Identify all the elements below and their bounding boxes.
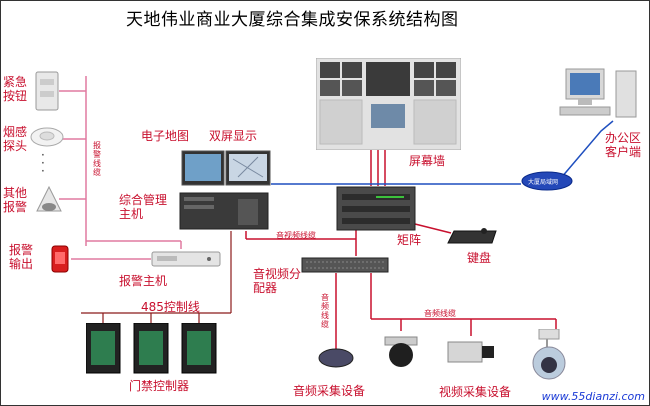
- matrix-device: [336, 186, 416, 231]
- ctrl-485-label: 485控制线: [141, 300, 200, 314]
- management-host-workstation: [179, 150, 271, 230]
- alarm-host-device: [151, 251, 221, 267]
- keyboard-device: [447, 228, 497, 244]
- emergency-button-icon: [35, 71, 59, 111]
- other-alarm-sensor-icon: [36, 185, 62, 212]
- dome-camera-icon: [384, 336, 418, 367]
- ptz-camera-icon: [532, 329, 566, 380]
- matrix-label: 矩阵: [397, 233, 422, 247]
- watermark: www.55dianzi.com: [541, 390, 645, 403]
- other-alarm-label: 其他报警: [3, 186, 28, 214]
- screen-wall-device: [316, 58, 461, 150]
- keyboard-label: 键盘: [467, 251, 492, 265]
- av-distributor-label: 音视频分配器: [253, 267, 302, 295]
- video-capture-label: 视频采集设备: [439, 385, 512, 399]
- box-camera-icon: [447, 341, 494, 363]
- audio-capture-label: 音频采集设备: [293, 384, 366, 398]
- management-host-label: 综合管理主机: [119, 193, 168, 221]
- office-client-pc: [559, 68, 637, 118]
- office-client-label: 办公区客户端: [605, 131, 642, 159]
- diagram-title: 天地伟业商业大厦综合集成安保系统结构图: [126, 10, 459, 30]
- alarm-host-label: 报警主机: [119, 274, 168, 288]
- video-cable-label: 音频线缆: [424, 309, 456, 318]
- alarm-output-label: 报警输出: [9, 243, 34, 271]
- emergency-button-label: 紧急按钮: [3, 75, 28, 103]
- alarm-siren-icon: [51, 245, 69, 273]
- access-controller-devices: [86, 323, 217, 374]
- alarm-bus-label: 报警线缆: [93, 141, 101, 177]
- av-cable-label: 音视频线缆: [276, 231, 316, 240]
- e-map-label: 电子地图: [141, 129, 190, 143]
- screen-wall-label: 屏幕墙: [409, 154, 446, 168]
- audio-capture-device: [318, 348, 354, 368]
- lan-cloud-icon: [521, 171, 573, 191]
- smoke-detector-icon: [30, 127, 64, 147]
- audio-cable-label: 音频线缆: [321, 293, 329, 329]
- dual-screen-label: 双屏显示: [209, 129, 258, 143]
- access-controller-label: 门禁控制器: [129, 379, 190, 393]
- lan-label: 大厦局域网: [528, 179, 559, 186]
- av-distributor-device: [301, 257, 389, 273]
- ellipsis-dots: · · ·: [41, 148, 45, 178]
- smoke-detector-label: 烟感探头: [3, 125, 28, 153]
